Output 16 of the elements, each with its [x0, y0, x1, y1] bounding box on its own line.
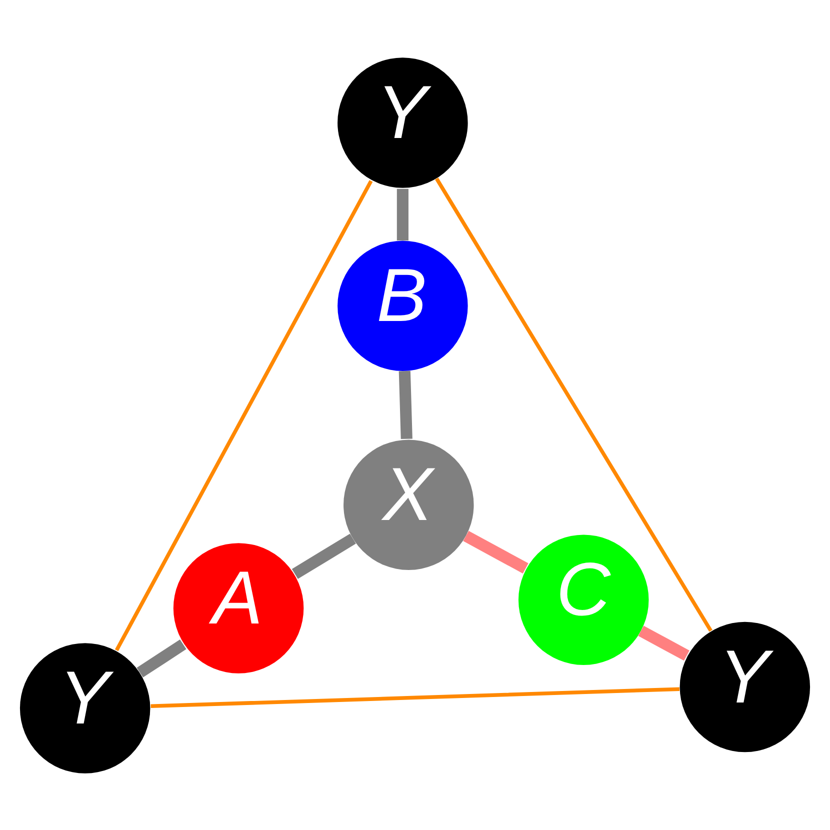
node-circle: Y: [20, 642, 150, 773]
node-circle: Y: [338, 57, 468, 188]
node-circle: B: [338, 240, 468, 370]
node-circle: X: [344, 439, 474, 570]
connector: [638, 625, 690, 660]
connector: [114, 180, 373, 651]
node-circle: A: [173, 542, 304, 673]
connector: [150, 686, 680, 708]
connector: [136, 638, 186, 677]
connector: [463, 530, 528, 573]
connector: [435, 177, 712, 632]
node-circle: C: [518, 534, 649, 665]
node-circle: Y: [680, 621, 810, 752]
connector: [292, 533, 356, 578]
connector: [398, 370, 412, 439]
connector: [396, 188, 408, 240]
